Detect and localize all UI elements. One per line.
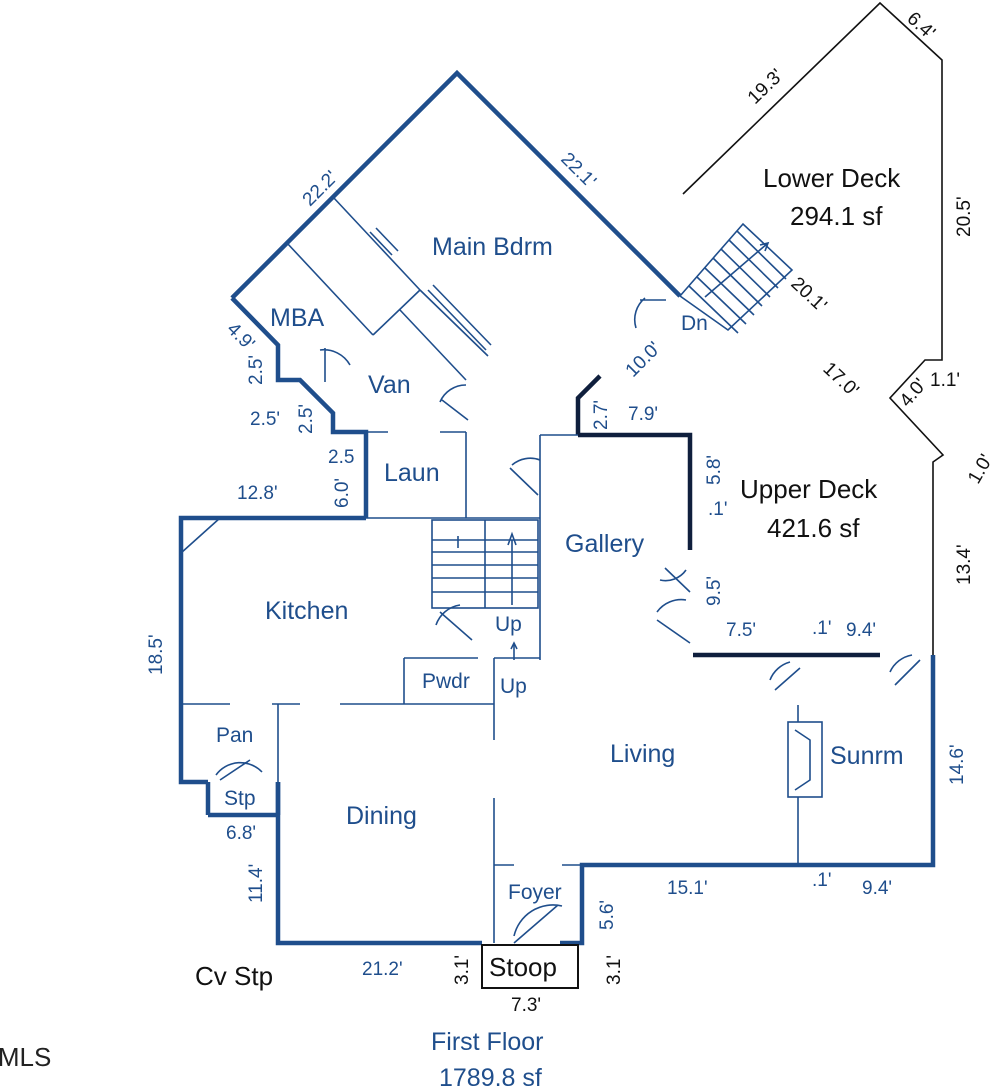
room-living: Living — [610, 740, 675, 768]
deck-stairs — [678, 222, 794, 334]
dim-3-1-right: 3.1' — [604, 955, 625, 985]
dim-20-1: 20.1' — [787, 273, 831, 316]
dim-6-0: 6.0' — [332, 478, 353, 508]
room-van: Van — [368, 371, 411, 399]
lower-deck-name: Lower Deck — [763, 163, 901, 193]
room-dn: Dn — [681, 312, 708, 335]
dim-2-5-b: 2.5' — [250, 409, 280, 430]
dim-19-3: 19.3' — [744, 65, 788, 108]
interior-stairs — [431, 519, 539, 660]
dim-6-4: 6.4' — [903, 8, 939, 44]
dim-9-5: 9.5' — [704, 576, 725, 606]
room-mba: MBA — [270, 304, 325, 332]
dim-11-4: 11.4' — [246, 864, 267, 903]
dim-2-5-c: 2.5' — [296, 404, 317, 434]
dim-1-0: 1.0' — [964, 451, 991, 488]
dim-6-8: 6.8' — [226, 823, 256, 844]
dim-9-4-a: 9.4' — [846, 620, 876, 641]
dim-7-5: 7.5' — [726, 620, 756, 641]
dim-17-0: 17.0' — [819, 358, 863, 401]
dim-01-a: .1' — [708, 499, 727, 520]
dim-14-6: 14.6' — [947, 744, 968, 785]
room-cv-stp: Cv Stp — [195, 961, 273, 991]
room-laun: Laun — [384, 459, 440, 487]
interior-walls — [180, 196, 799, 943]
room-foyer: Foyer — [508, 881, 562, 904]
dim-5-8: 5.8' — [704, 455, 725, 485]
upper-deck-name: Upper Deck — [740, 474, 878, 504]
dim-21-2: 21.2' — [362, 959, 403, 980]
dim-7-9: 7.9' — [628, 404, 658, 425]
dim-4-0: 4.0' — [896, 375, 931, 412]
lower-deck-outline — [682, 1, 945, 655]
dim-01-c: .1' — [812, 870, 831, 891]
dim-18-5: 18.5' — [146, 634, 167, 675]
dim-3-1-left: 3.1' — [452, 955, 473, 985]
room-up-arrow: Up — [500, 675, 527, 698]
dim-22-2: 22.2' — [299, 167, 343, 211]
stoop-box — [481, 944, 579, 989]
dim-2-5-a: 2.5' — [246, 355, 267, 385]
dim-1-1: 1.1' — [930, 370, 960, 391]
room-stp: Stp — [224, 787, 256, 810]
dim-10-0: 10.0' — [622, 338, 666, 382]
watermark: TMLS — [0, 1042, 51, 1072]
dim-7-3: 7.3' — [511, 995, 541, 1016]
dim-2-5-d: 2.5 — [328, 447, 354, 468]
room-stoop: Stoop — [489, 952, 557, 982]
dim-15-1: 15.1' — [667, 878, 708, 899]
dim-01-b: .1' — [812, 618, 831, 639]
room-kitchen: Kitchen — [265, 597, 348, 625]
room-up-stair: Up — [495, 613, 522, 636]
first-floor-area: 1789.8 sf — [439, 1064, 542, 1091]
upper-deck-area: 421.6 sf — [767, 513, 860, 543]
dim-2-7: 2.7' — [591, 400, 612, 430]
room-sunrm: Sunrm — [830, 742, 904, 770]
room-pan: Pan — [216, 724, 253, 747]
dim-22-1: 22.1' — [556, 149, 600, 193]
room-dining: Dining — [346, 802, 417, 830]
dim-20-5: 20.5' — [954, 196, 975, 237]
exterior-walls — [178, 69, 936, 946]
doors — [215, 297, 921, 944]
fireplace — [787, 721, 823, 798]
dim-13-4: 13.4' — [954, 544, 975, 585]
room-main-bdrm: Main Bdrm — [432, 233, 553, 261]
first-floor-name: First Floor — [431, 1028, 544, 1056]
dim-12-8: 12.8' — [237, 483, 278, 504]
lower-deck-area: 294.1 sf — [790, 201, 883, 231]
dim-9-4-b: 9.4' — [862, 878, 892, 899]
room-pwdr: Pwdr — [422, 670, 470, 693]
room-gallery: Gallery — [565, 530, 645, 558]
dim-4-9: 4.9' — [222, 319, 258, 355]
dim-5-6: 5.6' — [597, 900, 618, 930]
